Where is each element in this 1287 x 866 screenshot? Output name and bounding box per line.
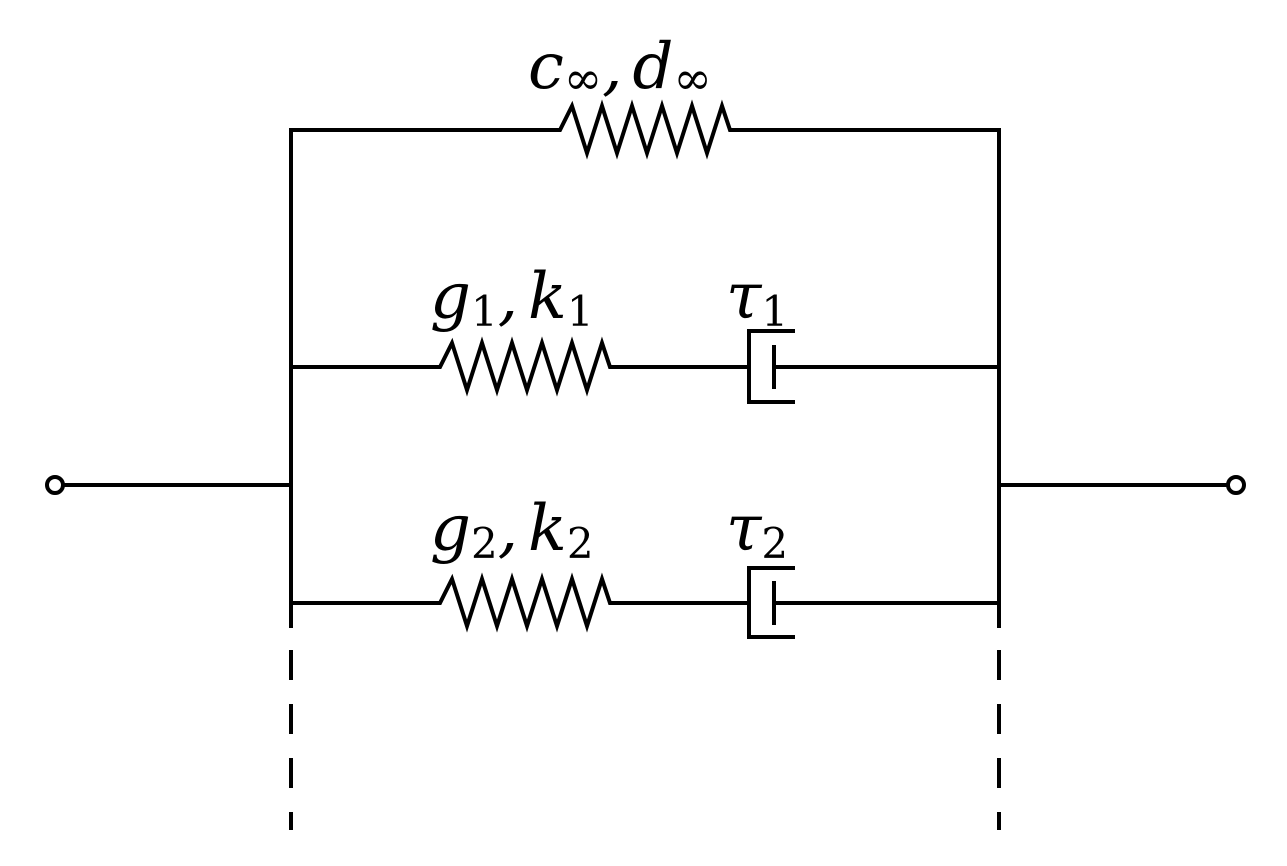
branch1-spring [432, 336, 616, 397]
branch-1 [291, 329, 999, 404]
top-spring-label: c∞,d∞ [528, 30, 712, 105]
branch1-damper-label: τ1 [726, 260, 788, 336]
branch1-damper-cylinder [747, 329, 795, 404]
branch2-damper-label: τ2 [726, 492, 788, 568]
top-spring [552, 99, 734, 160]
left-terminal [45, 475, 65, 495]
branch2-spring-label: g2,k2 [430, 492, 594, 568]
branch1-spring-label: g1,k1 [430, 260, 594, 336]
branch-2 [291, 566, 999, 639]
branch2-spring [432, 572, 616, 633]
branch2-damper-cylinder [747, 566, 795, 639]
top-branch [291, 99, 999, 160]
right-terminal [1226, 475, 1246, 495]
